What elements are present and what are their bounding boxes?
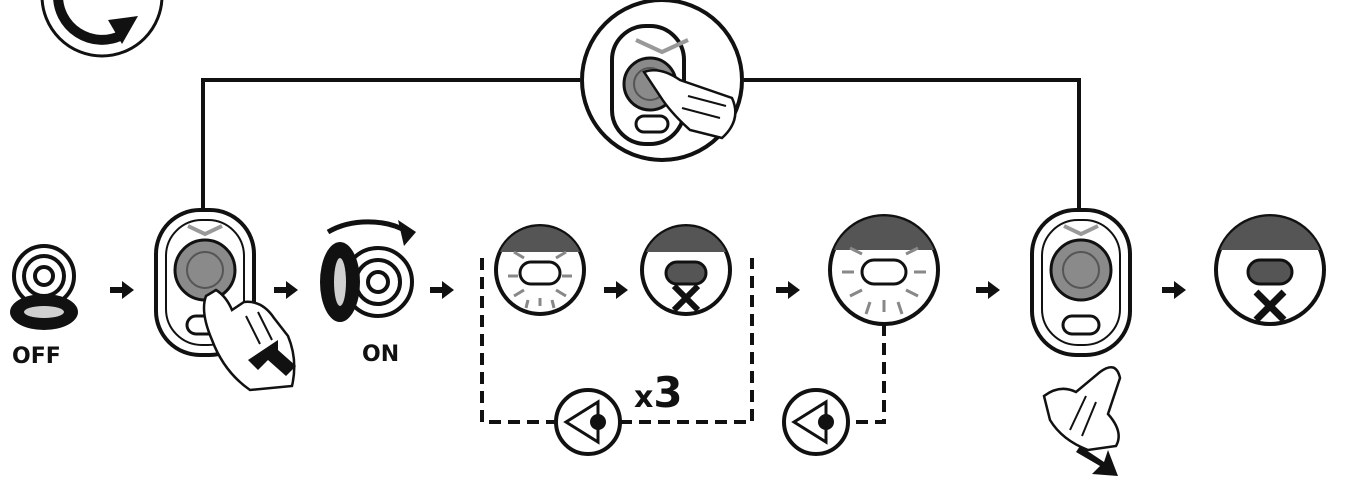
repeat-count-label: x3 (628, 368, 689, 417)
arrow-right-icon (274, 281, 298, 299)
rotate-arrow-icon (40, 0, 164, 58)
observe-led-bracket (848, 324, 886, 424)
fob-thumb-press-icon (154, 208, 296, 392)
off-label: OFF (12, 344, 61, 369)
fob-release-icon (1030, 208, 1132, 476)
on-label: ON (362, 342, 400, 367)
repeat-count: 3 (653, 368, 683, 417)
led-off-icon (640, 224, 732, 316)
eye-observe-icon (554, 388, 622, 456)
arrow-right-icon (776, 281, 800, 299)
led-off-icon (1214, 214, 1326, 326)
arrow-right-icon (976, 281, 1000, 299)
ignition-key-off-icon (10, 244, 78, 330)
sequence-connector-line (201, 78, 1081, 210)
led-lit-icon (828, 214, 940, 326)
repeat-prefix: x (634, 380, 654, 415)
arrow-right-icon (1162, 281, 1186, 299)
arrow-right-icon (110, 281, 134, 299)
eye-observe-icon (782, 388, 850, 456)
fob-press-center-icon (580, 0, 744, 162)
ignition-key-on-icon (320, 219, 416, 322)
arrow-right-icon (604, 281, 628, 299)
led-flashing-icon (494, 224, 586, 316)
repeat-loop-bracket (480, 258, 754, 424)
arrow-right-icon (430, 281, 454, 299)
